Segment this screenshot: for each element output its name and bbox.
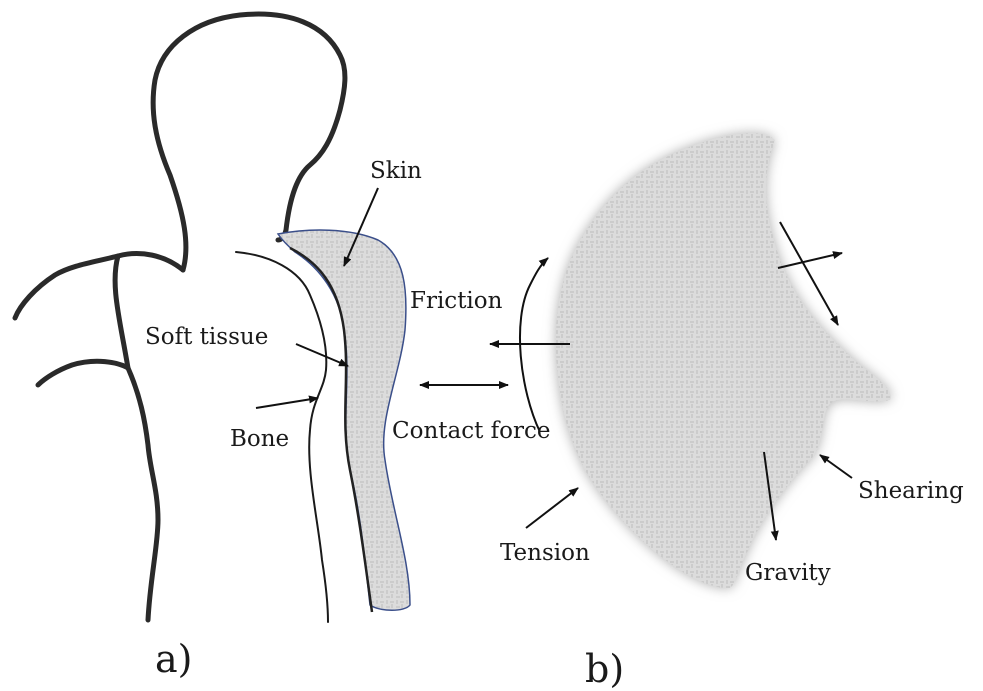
panel-a: Skin Soft tissue Bone a) xyxy=(15,14,422,681)
label-contact-force: Contact force xyxy=(392,418,551,444)
label-shearing: Shearing xyxy=(858,478,964,504)
label-tension: Tension xyxy=(500,540,590,566)
tissue-blob xyxy=(556,133,891,588)
label-skin: Skin xyxy=(370,158,422,184)
arrow-bone xyxy=(256,398,318,408)
torso-outline xyxy=(128,368,158,620)
panel-b: Friction Contact force Tension Gravity S… xyxy=(392,133,964,691)
label-bone: Bone xyxy=(230,426,289,452)
arrow-soft-tissue xyxy=(296,344,348,366)
label-gravity: Gravity xyxy=(745,560,831,586)
panel-b-caption: b) xyxy=(585,647,624,691)
tension-arrow xyxy=(526,488,578,528)
label-soft-tissue: Soft tissue xyxy=(145,324,268,350)
skin-soft-tissue-band xyxy=(278,230,410,610)
arrow-notch-outward xyxy=(778,253,842,268)
shearing-arrow xyxy=(820,455,852,478)
panel-a-caption: a) xyxy=(155,637,192,681)
label-friction: Friction xyxy=(410,288,503,314)
shoulder-outline xyxy=(15,254,183,318)
